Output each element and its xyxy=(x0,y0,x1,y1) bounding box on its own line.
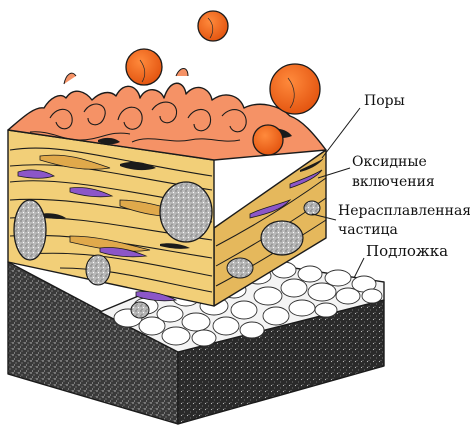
substrate-grain xyxy=(263,307,289,325)
unmelted-particle xyxy=(86,255,110,285)
spray-particle-icon xyxy=(270,64,320,114)
unmelted-particle xyxy=(227,258,253,278)
substrate-grain xyxy=(254,287,282,305)
unmelted-particle xyxy=(14,200,46,260)
unmelted-particle xyxy=(261,221,303,255)
substrate-grain xyxy=(362,289,382,303)
substrate-grain xyxy=(192,330,216,346)
substrate-grain xyxy=(298,266,322,282)
labels: Поры Оксидные включения Нерасплавленная … xyxy=(338,93,470,260)
substrate-grain xyxy=(162,327,190,345)
label-unmelted-particle-line2: частица xyxy=(338,222,398,238)
substrate-grain xyxy=(289,300,315,316)
substrate-grain xyxy=(325,270,351,286)
spray-particle-icon xyxy=(198,11,228,41)
unmelted-particle xyxy=(131,302,149,318)
label-substrate: Подложка xyxy=(366,242,448,260)
substrate-grain xyxy=(231,301,257,319)
unmelted-particle xyxy=(304,201,320,215)
unmelted-particle xyxy=(160,182,212,242)
label-pores: Поры xyxy=(364,93,405,109)
label-unmelted-particle-line1: Нерасплавленная xyxy=(338,203,470,219)
substrate-grain xyxy=(240,322,264,338)
label-oxide-inclusions-line2: включения xyxy=(352,174,435,190)
substrate-grain xyxy=(281,279,307,297)
substrate-grain xyxy=(157,306,183,322)
substrate-grain xyxy=(213,317,239,335)
spray-particle-icon xyxy=(253,125,283,155)
substrate-grain xyxy=(182,313,210,331)
substrate-grain xyxy=(308,283,336,301)
substrate-grain xyxy=(315,303,337,317)
label-oxide-inclusions-line1: Оксидные xyxy=(352,154,427,170)
